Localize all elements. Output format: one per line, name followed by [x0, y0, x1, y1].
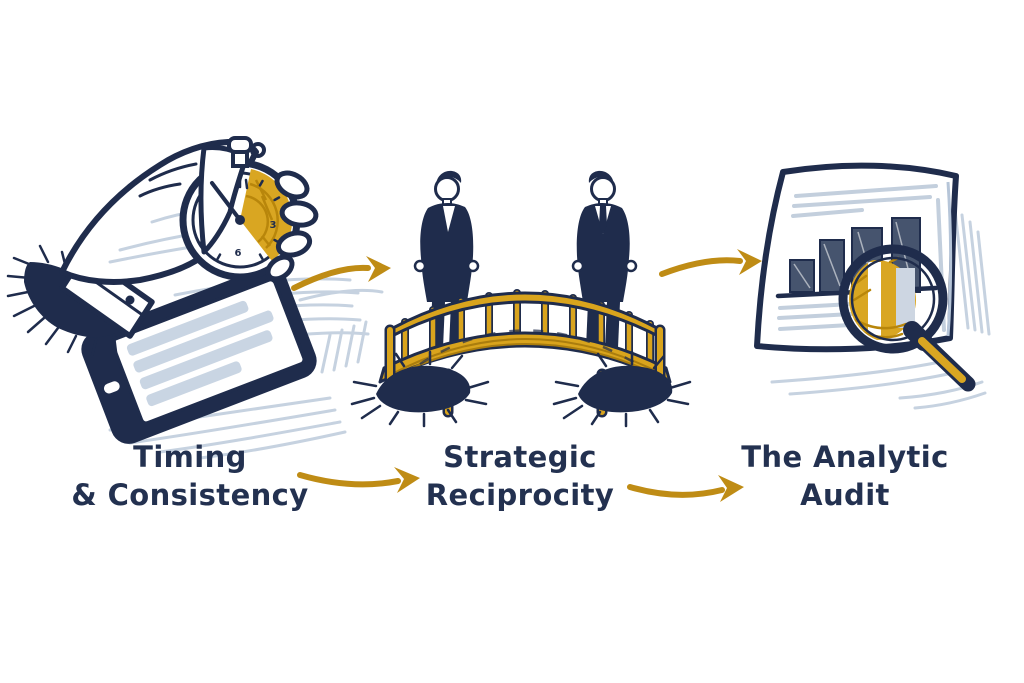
arrow-top-left-icon: [291, 256, 391, 291]
smartphone-icon: [81, 266, 317, 444]
step-label-reciprocity-line1: Strategic: [443, 440, 597, 474]
paper-shadow-hatching: [770, 208, 991, 410]
step-label-timing-line2: & Consistency: [71, 478, 309, 512]
svg-text:6: 6: [235, 248, 242, 259]
svg-text:3: 3: [270, 220, 277, 231]
grass-left: [350, 350, 490, 428]
grass-right: [552, 350, 692, 428]
step-label-audit: The Analytic Audit: [680, 438, 1010, 514]
arrow-top-right-icon: [659, 249, 762, 277]
step-label-audit-line2: Audit: [800, 478, 890, 512]
step-label-timing: Timing & Consistency: [25, 438, 355, 514]
arrow-bottom-left-icon: [297, 467, 420, 493]
step-label-timing-line1: Timing: [133, 440, 247, 474]
arrow-bottom-right-icon: [627, 475, 744, 502]
businessman-left-icon: [413, 170, 480, 354]
step-label-audit-line1: The Analytic: [741, 440, 949, 474]
reciprocity-illustration: [350, 170, 692, 428]
audit-illustration: [754, 162, 991, 410]
step-label-reciprocity: Strategic Reciprocity: [355, 438, 685, 514]
step-label-reciprocity-line2: Reciprocity: [425, 478, 615, 512]
magnifier-icon: [838, 244, 976, 392]
stopwatch-icon: 369: [179, 136, 319, 282]
sleeve-scribble: [6, 244, 121, 358]
timing-illustration: 369: [6, 136, 384, 460]
